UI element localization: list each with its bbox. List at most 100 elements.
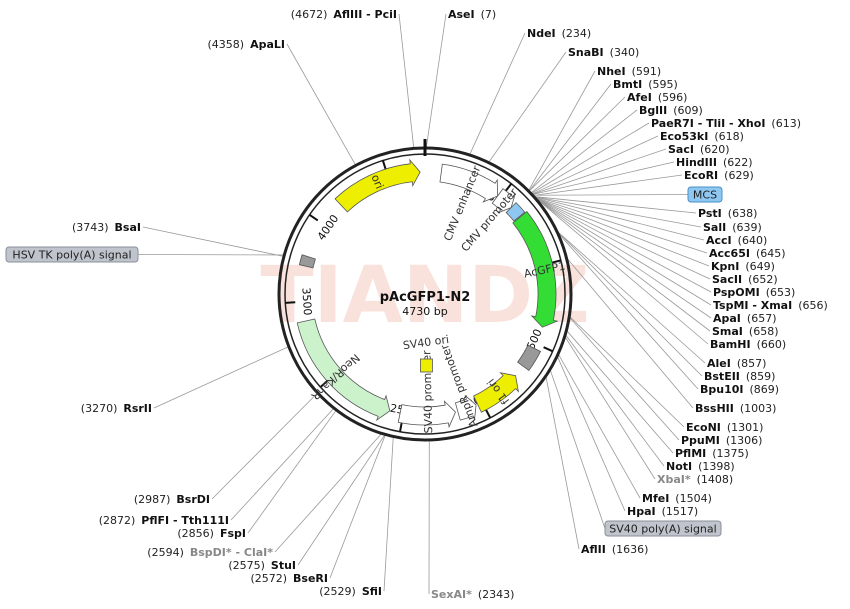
site-bmti[interactable]: BmtI(595)	[613, 78, 678, 91]
site-noti[interactable]: NotI (1398)	[666, 460, 735, 473]
site-line	[536, 198, 712, 293]
site-bsshii[interactable]: BssHII(1003)	[695, 402, 776, 415]
site-tspmi-xmai[interactable]: TspMI - XmaI(656)	[713, 299, 828, 312]
site-position: (640)	[738, 234, 768, 247]
site-line	[425, 13, 447, 148]
tick-4500	[381, 160, 387, 171]
site-bsteii[interactable]: BstEII(859)	[704, 370, 775, 383]
site-name: Eco53kI	[660, 130, 708, 143]
site-rsrii[interactable]: (3270)RsrII	[81, 402, 152, 415]
site-bspdi-clai[interactable]: (2594)BspDI* - ClaI*	[147, 546, 273, 559]
site-econi[interactable]: EcoNI(1301)	[686, 421, 763, 434]
site-line	[565, 335, 665, 467]
block-hsv-tk-poly-a-signal[interactable]	[298, 254, 316, 269]
site-name: Acc65I	[709, 247, 750, 260]
site-xbai[interactable]: XbaI*(1408)	[657, 473, 733, 486]
site-nhei[interactable]: NheI(591)	[597, 65, 661, 78]
site-line	[559, 234, 699, 390]
site-smai[interactable]: SmaI(658)	[712, 325, 779, 338]
site-afei[interactable]: AfeI(596)	[627, 91, 687, 104]
site-line	[535, 197, 708, 254]
tick-3500	[285, 301, 296, 304]
site-name: BamHI	[710, 338, 751, 351]
site-hindiii[interactable]: HindIII(622)	[676, 156, 753, 169]
site-kpni[interactable]: KpnI(649)	[711, 260, 775, 273]
plasmid-size: 4730 bp	[402, 305, 447, 318]
site-paer7i-tlii-xhoi[interactable]: PaeR7I - TliI - XhoI(613)	[651, 117, 801, 130]
site-name: EcoNI	[686, 421, 721, 434]
feature-ampr-promoter[interactable]	[454, 395, 477, 421]
backbone-ring	[277, 139, 573, 442]
site-line	[529, 83, 612, 191]
feature-f1-ori[interactable]	[473, 372, 520, 413]
site-sexai[interactable]: SexAI*(2343)	[431, 588, 514, 601]
site-position: (7)	[481, 8, 497, 21]
site-stui[interactable]: (2575)StuI	[228, 559, 296, 572]
site-aflii[interactable]: AflII(1636)	[581, 543, 648, 556]
tick-2000	[484, 408, 492, 419]
site-ppumi[interactable]: PpuMI(1306)	[681, 434, 762, 447]
feature-ori[interactable]	[334, 158, 421, 213]
feature-cmv-enhancer[interactable]	[439, 163, 499, 203]
site-bseri[interactable]: (2572)BseRI	[250, 572, 328, 585]
site-name: TspMI - XmaI	[713, 299, 792, 312]
site-pflmi[interactable]: PflMI(1375)	[675, 447, 749, 460]
site-apai[interactable]: ApaI(657)	[713, 312, 777, 325]
site-bsai[interactable]: (3743)BsaI	[72, 221, 141, 234]
site-snabi[interactable]: SnaBI(340)	[568, 46, 639, 59]
site-saci[interactable]: SacI(620)	[668, 143, 730, 156]
site-fspi[interactable]: (2856)FspI	[177, 527, 246, 540]
site-bamhi[interactable]: BamHI(660)	[710, 338, 786, 351]
site-position: (3270)	[81, 402, 118, 415]
site-bsrdi[interactable]: (2987)BsrDI	[134, 493, 210, 506]
site-line	[274, 433, 382, 553]
site-line	[537, 199, 709, 345]
site-mfei[interactable]: MfeI(1504)	[642, 492, 712, 505]
site-sfii[interactable]: (2529)SfiI	[319, 585, 382, 598]
site-name: PaeR7I - TliI - XhoI	[651, 117, 765, 130]
site-name: ApaLI	[250, 38, 285, 51]
site-sali[interactable]: SalI(639)	[703, 221, 762, 234]
site-position: (2572)	[250, 572, 287, 585]
site-apali[interactable]: (4358)ApaLI	[208, 38, 286, 51]
site-acci[interactable]: AccI(640)	[706, 234, 767, 247]
site-bpu10i[interactable]: Bpu10I(869)	[700, 383, 779, 396]
site-position: (645)	[756, 247, 786, 260]
feature-neor-kanr[interactable]	[296, 318, 391, 422]
site-alei[interactable]: AleI(857)	[707, 357, 766, 370]
feature-acgfp1[interactable]	[512, 210, 559, 328]
site-line	[536, 197, 710, 267]
site-line	[536, 198, 711, 280]
site-ndei[interactable]: NdeI(234)	[527, 27, 591, 40]
site-afliii-pcii[interactable]: (4672)AflIII - PciI	[291, 8, 397, 21]
site-position: (4672)	[291, 8, 328, 21]
box-mcs[interactable]	[687, 186, 723, 203]
block-sv40-poly-a-signal[interactable]	[517, 344, 542, 372]
site-acc65i[interactable]: Acc65I (645)	[709, 247, 786, 260]
site-line	[211, 393, 318, 500]
site-sacii[interactable]: SacII(652)	[712, 273, 778, 286]
site-position: (1398)	[698, 460, 735, 473]
site-line	[488, 51, 567, 162]
sv40-ori-marker[interactable]	[420, 358, 433, 373]
feature-cmv-promoter[interactable]	[491, 188, 516, 214]
tick-500	[504, 183, 513, 193]
site-ecori[interactable]: EcoRI(629)	[684, 169, 754, 182]
box-label-sv40-poly-a-signal: SV40 poly(A) signal	[609, 523, 716, 536]
site-psti[interactable]: PstI(638)	[698, 207, 757, 220]
site-hpai[interactable]: HpaI(1517)	[627, 505, 698, 518]
box-hsv-tk-poly-a-signal[interactable]	[5, 246, 139, 263]
site-pspomi[interactable]: PspOMI(653)	[713, 286, 795, 299]
site-bglii[interactable]: BglII(609)	[639, 104, 703, 117]
site-pflfi-tth111i[interactable]: (2872)PflFI - Tth111I	[99, 514, 229, 527]
block-mcs[interactable]	[505, 202, 526, 222]
sv40-ori-label: SV40 ori	[402, 333, 450, 352]
site-eco53ki[interactable]: Eco53kI(618)	[660, 130, 744, 143]
box-sv40-poly-a-signal[interactable]	[604, 520, 722, 537]
feature-sv40-promoter[interactable]	[397, 400, 456, 429]
site-asei[interactable]: AseI(7)	[448, 8, 496, 21]
site-name: ApaI	[713, 312, 741, 325]
site-position: (3743)	[72, 221, 109, 234]
site-name: NotI	[666, 460, 692, 473]
